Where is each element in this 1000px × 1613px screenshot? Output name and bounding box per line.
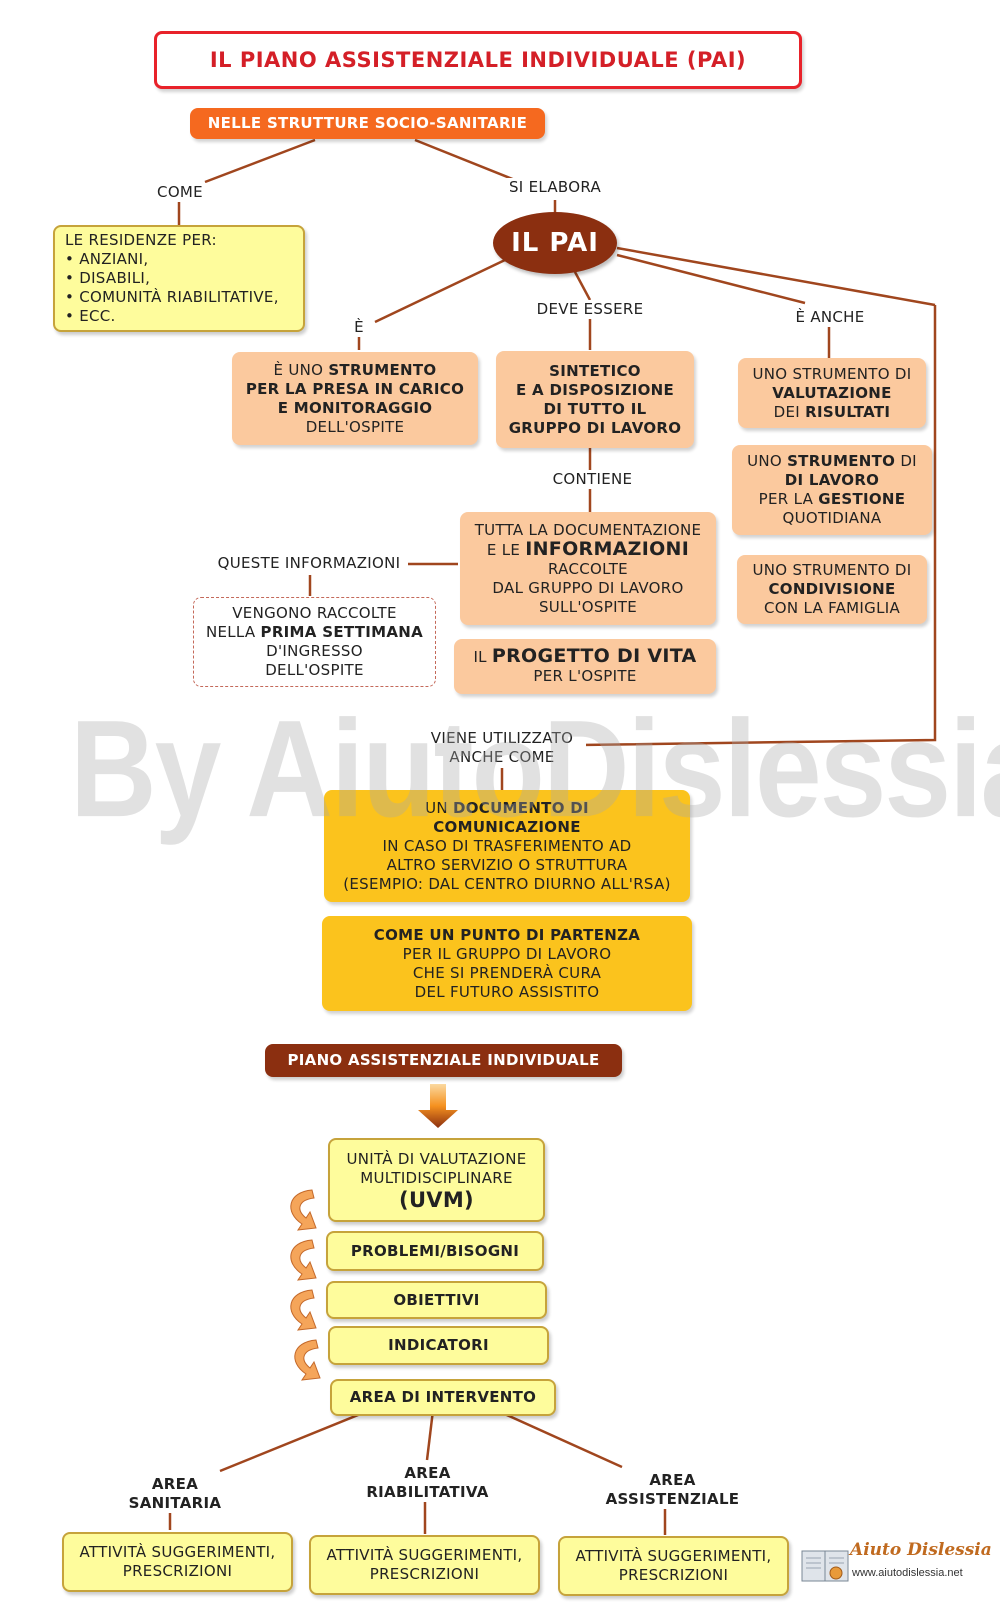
logo: Aiuto Dislessia www.aiutodislessia.net <box>800 1540 992 1590</box>
step-problemi-bisogni: PROBLEMI/BISOGNI <box>326 1231 544 1271</box>
down-arrow-icon <box>418 1084 458 1128</box>
curved-arrow-icon <box>290 1289 317 1331</box>
comunicazione-box: UN DOCUMENTO DI COMUNICAZIONE IN CASO DI… <box>324 790 690 902</box>
step-indicatori: INDICATORI <box>328 1326 549 1365</box>
link-label-come: COME <box>150 183 210 202</box>
section2-label: PIANO ASSISTENZIALE INDIVIDUALE <box>265 1044 622 1077</box>
link-label-e: È <box>349 318 369 337</box>
link-label-queste-informazioni: QUESTE INFORMAZIONI <box>210 554 408 573</box>
raccolte-box: VENGONO RACCOLTE NELLA PRIMA SETTIMANA D… <box>193 597 436 687</box>
step-area-di-intervento: AREA DI INTERVENTO <box>330 1379 556 1416</box>
link-label-viene-utilizzato: VIENE UTILIZZATO ANCHE COME <box>418 729 586 767</box>
curved-arrow-icon <box>290 1239 317 1281</box>
partenza-box: COME UN PUNTO DI PARTENZA PER IL GRUPPO … <box>322 916 692 1011</box>
condivisione-box: UNO STRUMENTO DI CONDIVISIONE CON LA FAM… <box>737 555 927 624</box>
area-sanitaria-label: AREA SANITARIA <box>105 1475 245 1513</box>
step-obiettivi: OBIETTIVI <box>326 1281 547 1319</box>
link-label-contiene: CONTIENE <box>550 470 635 489</box>
uvm-box: UNITÀ DI VALUTAZIONE MULTIDISCIPLINARE (… <box>328 1138 545 1222</box>
page-title: IL PIANO ASSISTENZIALE INDIVIDUALE (PAI) <box>154 31 802 89</box>
context-label: NELLE STRUTTURE SOCIO-SANITARIE <box>190 108 545 139</box>
valutazione-box: UNO STRUMENTO DI VALUTAZIONE DEI RISULTA… <box>738 358 926 428</box>
sintetico-box: SINTETICO E A DISPOSIZIONE DI TUTTO IL G… <box>496 351 694 448</box>
book-logo-icon <box>801 1550 849 1582</box>
documentazione-box: TUTTA LA DOCUMENTAZIONE E LE INFORMAZION… <box>460 512 716 625</box>
area-assistenziale-label: AREA ASSISTENZIALE <box>595 1471 750 1509</box>
link-label-e-anche: È ANCHE <box>785 308 875 327</box>
area-riabilitativa-activities: ATTIVITÀ SUGGERIMENTI, PRESCRIZIONI <box>309 1535 540 1595</box>
pai-node: IL PAI <box>493 212 617 274</box>
link-label-si-elabora: SI ELABORA <box>500 178 610 197</box>
progetto-box: IL PROGETTO DI VITA PER L'OSPITE <box>454 639 716 694</box>
curved-arrow-icon <box>290 1189 317 1231</box>
link-label-deve-essere: DEVE ESSERE <box>535 300 645 319</box>
area-sanitaria-activities: ATTIVITÀ SUGGERIMENTI, PRESCRIZIONI <box>62 1532 293 1592</box>
lavoro-box: UNO STRUMENTO DI DI LAVORO PER LA GESTIO… <box>732 445 932 535</box>
area-riabilitativa-label: AREA RIABILITATIVA <box>350 1464 505 1502</box>
strumento-box: È UNO STRUMENTO PER LA PRESA IN CARICO E… <box>232 352 478 445</box>
curved-arrow-icon <box>294 1339 321 1381</box>
area-assistenziale-activities: ATTIVITÀ SUGGERIMENTI, PRESCRIZIONI <box>558 1536 789 1596</box>
residenze-box: LE RESIDENZE PER: • ANZIANI, • DISABILI,… <box>53 225 305 332</box>
